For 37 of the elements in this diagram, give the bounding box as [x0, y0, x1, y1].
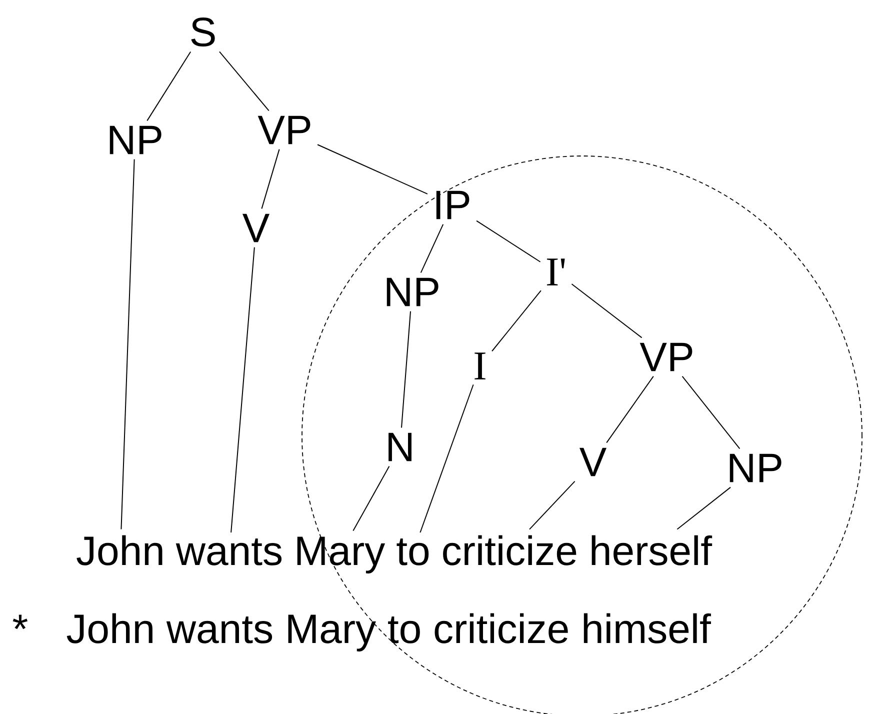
tree-branch [529, 480, 576, 530]
tree-branch [146, 51, 192, 122]
tree-branch [120, 158, 135, 530]
tree-label: NP [730, 454, 782, 482]
tree-label: S [191, 18, 215, 47]
tree-label: VP [640, 342, 692, 372]
tree-label: I [474, 352, 486, 380]
tree-label: V [580, 448, 606, 476]
tree-branch [420, 224, 444, 274]
tree-branch [676, 486, 731, 530]
tree-label: I' [546, 258, 565, 286]
tree-branch [420, 384, 474, 533]
sentence-word: herself [592, 535, 712, 566]
tree-label: VP [258, 116, 310, 144]
sentence-word: Mary [297, 536, 386, 574]
example-sentence: John wants Mary to criticize himself [66, 613, 711, 652]
ungrammatical-mark: * [12, 614, 28, 630]
tree-branch [401, 310, 412, 428]
sentence-word: criticize [443, 535, 576, 566]
tree-branch [261, 148, 280, 210]
tree-label: IP [436, 190, 470, 220]
tree-branch [606, 376, 654, 444]
tree-branch [682, 376, 740, 450]
tree-label: NP [386, 278, 438, 306]
tree-branch [352, 466, 390, 532]
sentence-word: John [76, 535, 162, 566]
sentence-word: wants [176, 538, 282, 566]
tree-branch [219, 51, 270, 112]
tree-branch [571, 284, 642, 338]
tree-branch [230, 246, 255, 533]
sentence-word: to [396, 538, 429, 566]
tree-label: V [242, 214, 270, 242]
tree-branch [317, 144, 428, 194]
tree-branch [492, 290, 542, 352]
tree-label: NP [110, 126, 162, 154]
tree-branch [476, 220, 541, 262]
tree-label: N [388, 432, 412, 462]
